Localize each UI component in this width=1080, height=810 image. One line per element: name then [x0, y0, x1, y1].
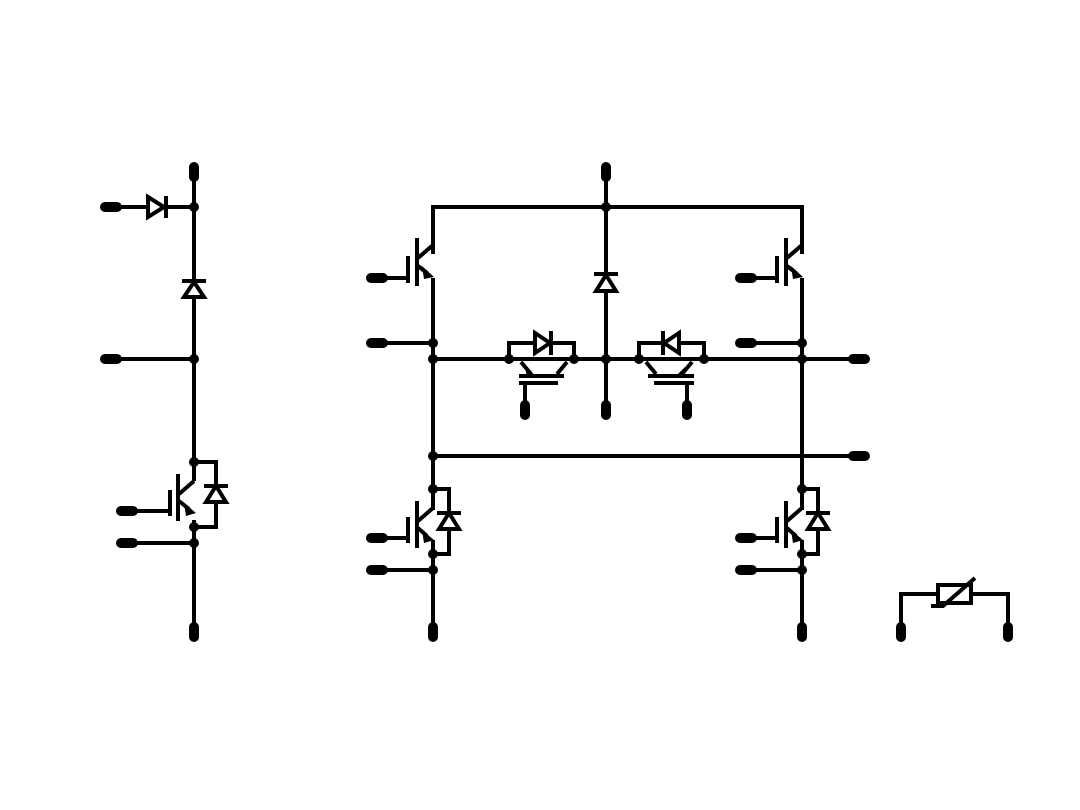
terminal-pad-left-mid[interactable]	[100, 354, 122, 364]
junction-dot	[189, 538, 199, 548]
terminal-pad-left-input[interactable]	[100, 202, 122, 212]
terminal-pad-bsl-gate[interactable]	[520, 400, 530, 420]
boost-chopper-section	[100, 162, 230, 642]
thermistor-body	[936, 583, 973, 605]
neutral-diode	[592, 271, 620, 410]
thermistor-slash	[931, 576, 977, 608]
upper-left-igbt	[366, 238, 435, 456]
terminal-pad-left-emitter-sense[interactable]	[116, 538, 138, 548]
junction-dot	[601, 354, 611, 364]
junction-dot	[797, 354, 807, 364]
lower-left-igbt	[366, 456, 463, 642]
terminal-pad-ac-out[interactable]	[848, 354, 870, 364]
input-diode	[112, 193, 194, 221]
junction-dot	[189, 202, 199, 212]
t-type-phase-leg	[366, 162, 870, 642]
terminal-pad-neutral[interactable]	[601, 400, 611, 420]
junction-dot	[428, 354, 438, 364]
boost-diode	[180, 278, 208, 299]
terminal-pad-ll-bottom[interactable]	[428, 622, 438, 642]
ntc-thermistor	[896, 576, 1013, 642]
terminal-pad-lr-bottom[interactable]	[797, 622, 807, 642]
junction-dot	[797, 338, 807, 348]
terminal-pad-left-gate[interactable]	[116, 506, 138, 516]
terminal-pad-left-top[interactable]	[189, 162, 199, 182]
terminal-pad-ntc-1[interactable]	[896, 622, 906, 642]
top-bus	[431, 205, 804, 254]
left-igbt	[128, 457, 230, 532]
junction-dot	[189, 354, 199, 364]
bidirectional-switch-right	[634, 329, 709, 420]
junction-dot	[601, 202, 611, 212]
terminal-pad-ntc-2[interactable]	[1003, 622, 1013, 642]
bidirectional-switch-left	[504, 329, 579, 420]
terminal-pad-dc-minus[interactable]	[848, 451, 870, 461]
lower-right-igbt	[735, 484, 832, 642]
upper-right-igbt	[735, 238, 804, 488]
terminal-pad-left-bottom[interactable]	[189, 622, 199, 642]
terminal-pad-bsr-gate[interactable]	[682, 400, 692, 420]
junction-dot	[428, 338, 438, 348]
